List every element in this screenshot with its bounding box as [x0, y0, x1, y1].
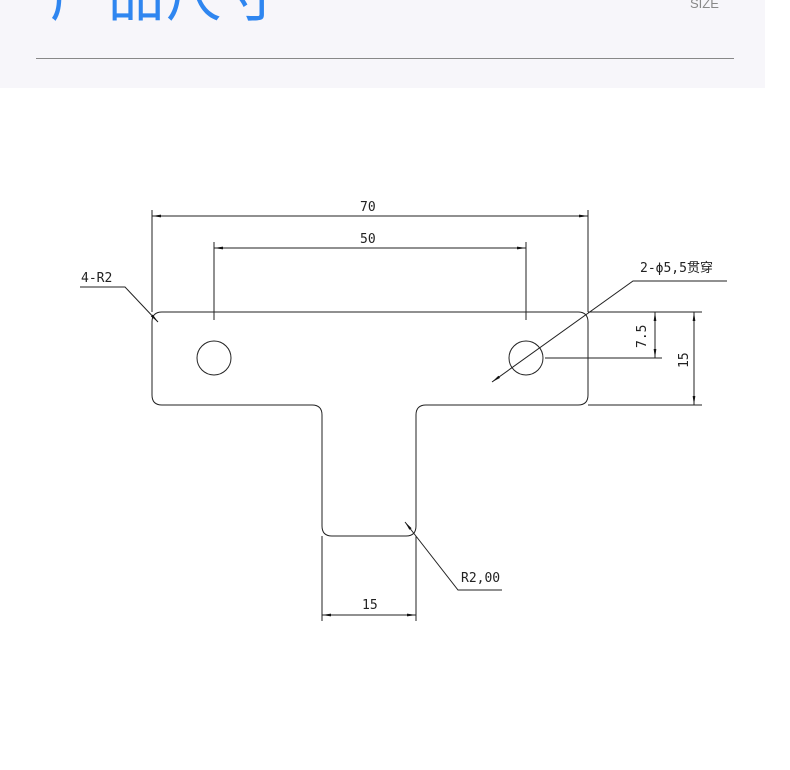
note-corner-radius: 4-R2: [81, 271, 112, 286]
dim-label-7-5: 7.5: [635, 325, 650, 348]
dim-label-15-vertical: 15: [677, 352, 692, 368]
dim-label-70: 70: [360, 200, 376, 215]
dim-label-15-bottom: 15: [362, 598, 378, 613]
note-holes: 2-ϕ5,5贯穿: [640, 260, 713, 276]
section-title: 产品尺寸: [50, 0, 282, 28]
section-header: 产品尺寸 SIZE: [0, 0, 765, 88]
hole-left: [196, 340, 232, 376]
leader-stem-radius: [404, 521, 502, 591]
leader-holes: [491, 280, 727, 383]
hole-right: [508, 340, 544, 376]
divider: [36, 58, 734, 59]
dim-label-50: 50: [360, 232, 376, 247]
part-outline: [151, 311, 589, 537]
leader-corner-radius: [80, 286, 159, 323]
section-subtitle: SIZE: [690, 0, 719, 11]
note-stem-radius: R2,00: [461, 571, 500, 586]
